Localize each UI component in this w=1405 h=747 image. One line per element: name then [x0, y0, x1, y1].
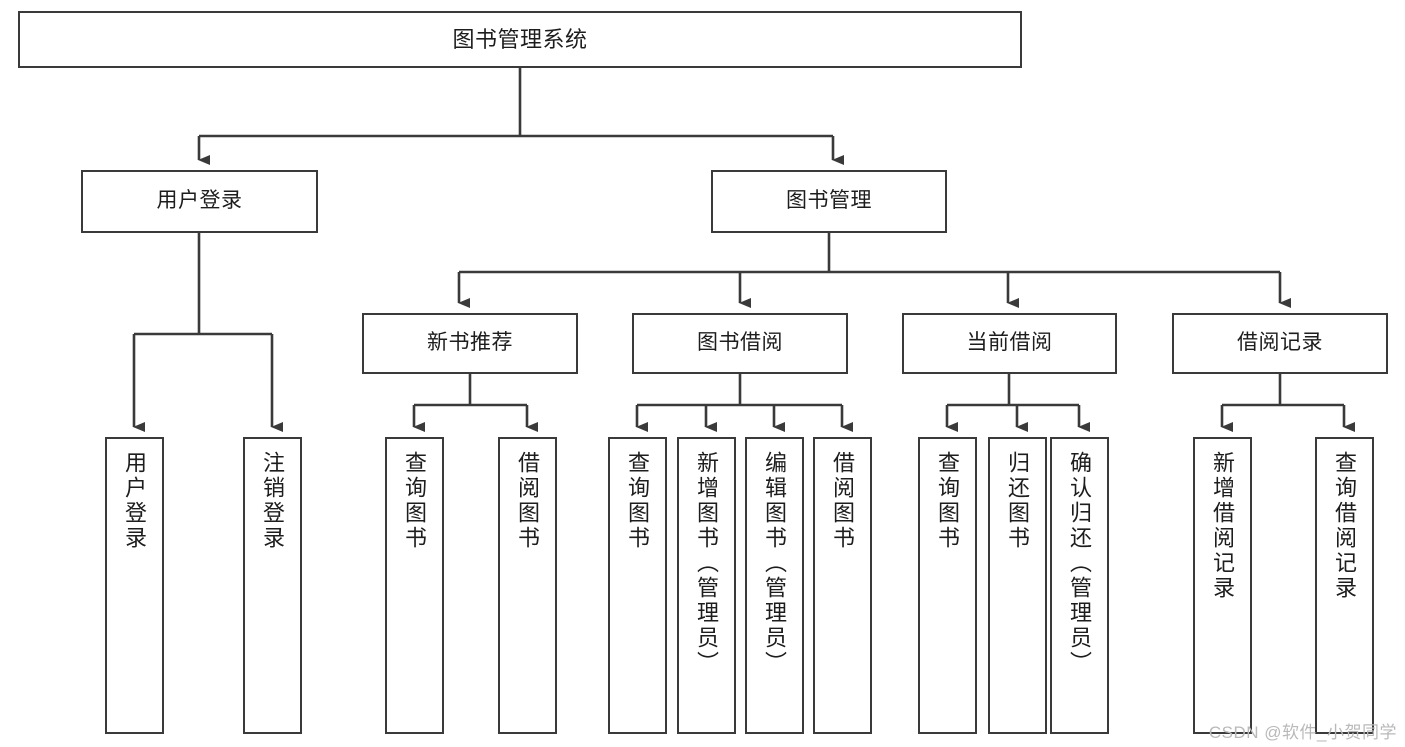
node-new-book-rec[interactable]: 新书推荐 — [362, 313, 578, 374]
leaf-confirm-return-label: 确认归还（管理员） — [1067, 451, 1093, 676]
leaf-edit-book-label: 编辑图书（管理员） — [762, 451, 788, 676]
leaf-user-login-label: 用户登录 — [122, 451, 148, 551]
node-user-login[interactable]: 用户登录 — [81, 170, 318, 233]
node-current-borrow[interactable]: 当前借阅 — [902, 313, 1117, 374]
node-borrow-record[interactable]: 借阅记录 — [1172, 313, 1388, 374]
leaf-logout[interactable]: 注销登录 — [243, 437, 302, 734]
node-book-borrow-label: 图书借阅 — [697, 331, 783, 355]
node-borrow-record-label: 借阅记录 — [1237, 331, 1323, 355]
node-root-system[interactable]: 图书管理系统 — [18, 11, 1022, 68]
leaf-add-book[interactable]: 新增图书（管理员） — [677, 437, 736, 734]
leaf-query-book-2-label: 查询图书 — [625, 451, 651, 551]
leaf-add-record-label: 新增借阅记录 — [1210, 451, 1236, 601]
node-book-manage[interactable]: 图书管理 — [711, 170, 947, 233]
leaf-query-record-label: 查询借阅记录 — [1332, 451, 1358, 601]
leaf-user-login[interactable]: 用户登录 — [105, 437, 164, 734]
leaf-borrow-book-2-label: 借阅图书 — [830, 451, 856, 551]
leaf-borrow-book-1[interactable]: 借阅图书 — [498, 437, 557, 734]
node-user-login-label: 用户登录 — [156, 189, 243, 213]
leaf-return-book-label: 归还图书 — [1005, 451, 1031, 551]
leaf-confirm-return[interactable]: 确认归还（管理员） — [1050, 437, 1109, 734]
node-root-system-label: 图书管理系统 — [452, 26, 588, 52]
leaf-query-book-2[interactable]: 查询图书 — [608, 437, 667, 734]
leaf-return-book[interactable]: 归还图书 — [988, 437, 1047, 734]
node-book-borrow[interactable]: 图书借阅 — [632, 313, 848, 374]
leaf-borrow-book-1-label: 借阅图书 — [515, 451, 541, 551]
leaf-edit-book[interactable]: 编辑图书（管理员） — [745, 437, 804, 734]
node-new-book-rec-label: 新书推荐 — [427, 331, 513, 355]
leaf-query-book-3-label: 查询图书 — [935, 451, 961, 551]
leaf-logout-label: 注销登录 — [260, 451, 286, 551]
leaf-query-book-1-label: 查询图书 — [402, 451, 428, 551]
leaf-query-book-1[interactable]: 查询图书 — [385, 437, 444, 734]
leaf-query-book-3[interactable]: 查询图书 — [918, 437, 977, 734]
watermark: CSDN @软件_小贺同学 — [1208, 723, 1397, 742]
leaf-borrow-book-2[interactable]: 借阅图书 — [813, 437, 872, 734]
leaf-add-book-label: 新增图书（管理员） — [694, 451, 720, 676]
leaf-add-record[interactable]: 新增借阅记录 — [1193, 437, 1252, 734]
leaf-query-record[interactable]: 查询借阅记录 — [1315, 437, 1374, 734]
node-current-borrow-label: 当前借阅 — [966, 331, 1053, 355]
node-book-manage-label: 图书管理 — [786, 189, 872, 213]
